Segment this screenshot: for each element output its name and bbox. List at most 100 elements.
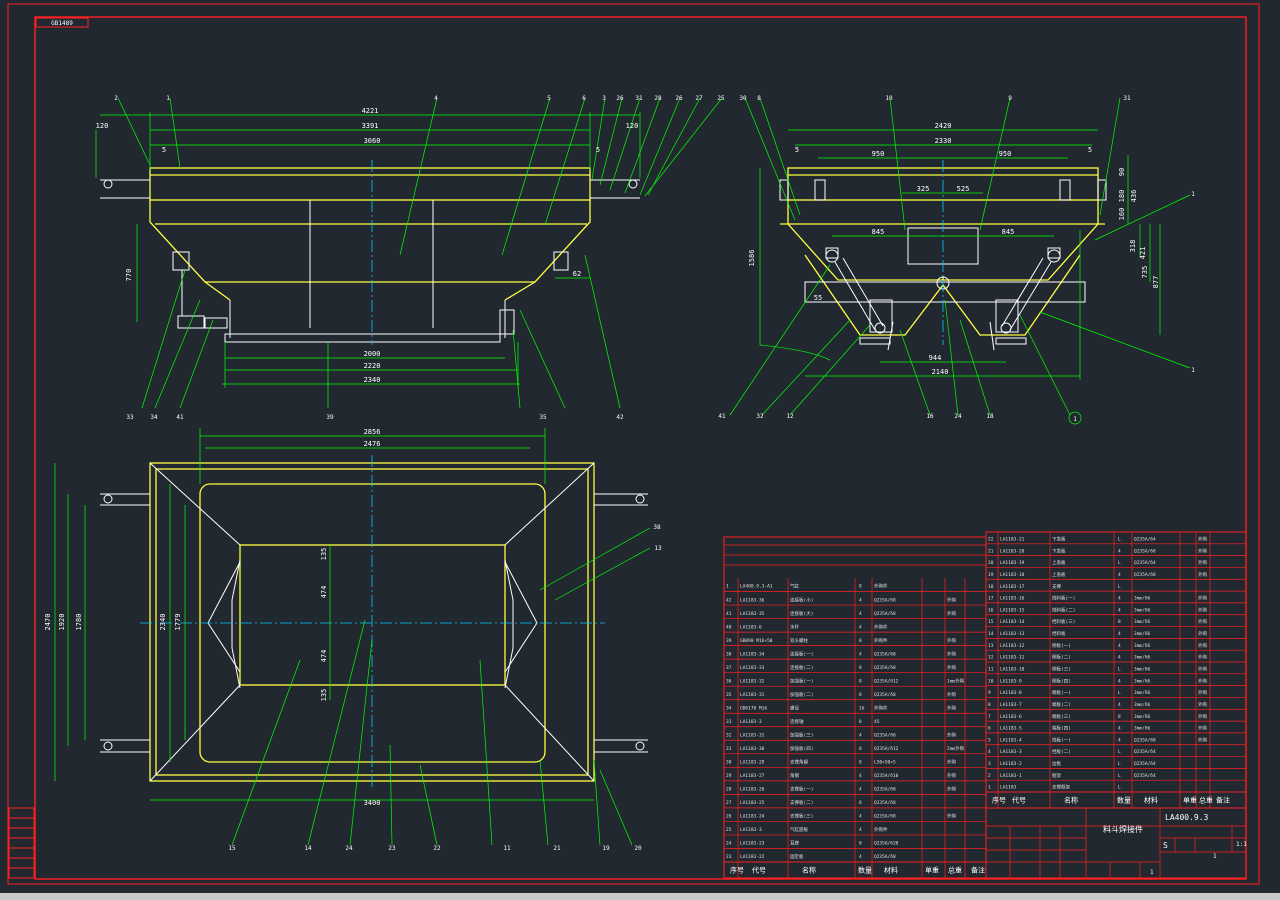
bom-cell: 1: [726, 584, 729, 590]
bom-cell: 固定板: [790, 853, 804, 860]
bom-cell: 外购: [1198, 571, 1207, 578]
bom-cell: 38: [726, 651, 732, 657]
bom-cell: 外购: [947, 759, 956, 766]
dim-label: 325: [917, 185, 930, 193]
bom-cell: 外购: [1198, 618, 1207, 625]
bom-cell: LA1183-13: [1000, 631, 1025, 637]
bom-cell: 3mm/δ6: [1134, 643, 1151, 649]
bom-cell: 30: [726, 760, 732, 766]
bom-cell: 支撑: [1052, 583, 1061, 590]
scale-value: 1:1: [1236, 841, 1247, 848]
bom-cell: LA1183-5: [1000, 726, 1022, 732]
dim-label: 5: [162, 146, 166, 154]
bom-header-cell: 材料: [884, 865, 898, 874]
bom-header-cell: 备注: [1216, 795, 1230, 804]
bom-cell: LA1183-25: [740, 800, 765, 806]
bom-cell: L: [1118, 690, 1121, 696]
dim-label: 421: [1139, 247, 1147, 260]
bom-cell: 双头螺柱: [790, 637, 808, 644]
bom-cell: 4: [1118, 548, 1121, 554]
bom-cell: LA1183-1: [1000, 773, 1022, 779]
bom-header-cell: 材料: [1144, 795, 1158, 804]
dim-label: 4221: [362, 107, 379, 115]
bom-cell: 外购: [1198, 736, 1207, 743]
bom-cell: Q235A/δ8: [874, 814, 896, 820]
bom-cell: 外购: [1198, 666, 1207, 673]
bom-cell: 33: [726, 719, 732, 725]
dim-label: 2856: [364, 428, 381, 436]
bom-cell: 4: [1118, 596, 1121, 602]
bom-cell: 外购: [947, 637, 956, 644]
bom-cell: 4: [859, 597, 862, 603]
part-balloon: 5: [547, 95, 551, 102]
bom-cell: LA1183-7: [1000, 702, 1022, 708]
bom-cell: 7: [988, 714, 991, 720]
dim-label: 2340: [159, 614, 167, 631]
bom-cell: LA1183-3: [740, 719, 762, 725]
part-balloon: 8: [757, 95, 761, 102]
bom-cell: 4: [859, 827, 862, 833]
bom-cell: Q235A/δ8: [874, 854, 896, 860]
part-balloon: 1: [1191, 367, 1195, 374]
revision-strip: [8, 807, 35, 879]
part-balloon: 42: [616, 414, 624, 421]
bom-header-cell: 名称: [802, 865, 816, 874]
bom-cell: Q235A/δ8: [874, 665, 896, 671]
dim-label: 1779: [174, 614, 182, 631]
bom-cell: 外购: [947, 664, 956, 671]
bom-cell: 37: [726, 665, 732, 671]
bom-cell: LA1183-11: [1000, 655, 1025, 661]
dim-label: 877: [1152, 276, 1160, 289]
bom-cell: 3mm/δ6: [1134, 619, 1151, 625]
dim-label: 436: [1130, 190, 1138, 203]
bom-cell: 挡料板(二): [1052, 606, 1075, 613]
bom-cell: 8: [1118, 619, 1121, 625]
dim-label: 944: [929, 354, 942, 362]
dim-label: 180: [1118, 190, 1126, 203]
dim-label: 62: [573, 270, 581, 278]
dim-label: 2420: [935, 122, 952, 130]
bom-cell: 外购: [1198, 630, 1207, 637]
bom-cell: 16: [859, 705, 865, 711]
bom-cell: LA1183-34: [740, 651, 765, 657]
bom-cell: 4: [1118, 643, 1121, 649]
bom-cell: Q235A/δ20: [874, 841, 899, 847]
bom-cell: 端板(三): [1052, 713, 1071, 720]
bom-cell: 挡板(二): [1052, 748, 1071, 755]
bom-cell: 外购: [1198, 701, 1207, 708]
part-balloon: 38: [653, 524, 661, 531]
bom-cell: 框架: [1052, 772, 1061, 779]
bom-header-cell: 单重: [1183, 795, 1197, 804]
dim-label: 120: [96, 122, 109, 130]
bottom-status-bar: [0, 893, 1280, 900]
bom-cell: 12: [988, 655, 994, 661]
dim-label: 735: [1141, 266, 1149, 279]
bom-cell: 侧板(一): [1052, 642, 1071, 649]
part-balloon: 20: [634, 845, 642, 852]
part-balloon: 9: [1008, 95, 1012, 102]
bom-cell: LA1183-9: [1000, 678, 1022, 684]
part-balloon: 41: [718, 413, 726, 420]
bom-cell: 耳座: [790, 840, 799, 847]
bom-cell: 20: [988, 560, 994, 566]
bom-cell: Q235A/δ12: [874, 678, 899, 684]
bom-cell: Q235A/δ8: [874, 800, 896, 806]
bom-header-cell: 序号: [730, 865, 744, 874]
dim-label: 3391: [362, 122, 379, 130]
bom-cell: LA1183-31: [740, 692, 765, 698]
bom-header-cell: 代号: [752, 865, 766, 874]
bom-cell: 外购: [947, 596, 956, 603]
bom-cell: 3mm/δ6: [1134, 631, 1151, 637]
dim-label: 950: [872, 150, 885, 158]
bom-cell: 3mm/δ6: [1134, 667, 1151, 673]
bom-cell: 外购: [1198, 547, 1207, 554]
bom-cell: 支撑板(三): [790, 813, 813, 820]
part-balloon: 21: [553, 845, 561, 852]
bom-cell: 外购: [1198, 654, 1207, 661]
bom-cell: 上盖板: [1052, 559, 1066, 566]
bom-cell: LA1183-18: [1000, 572, 1025, 578]
bom-header-cell: 名称: [1064, 795, 1078, 804]
dim-label: 2330: [935, 137, 952, 145]
bom-cell: LA1183-17: [1000, 584, 1025, 590]
